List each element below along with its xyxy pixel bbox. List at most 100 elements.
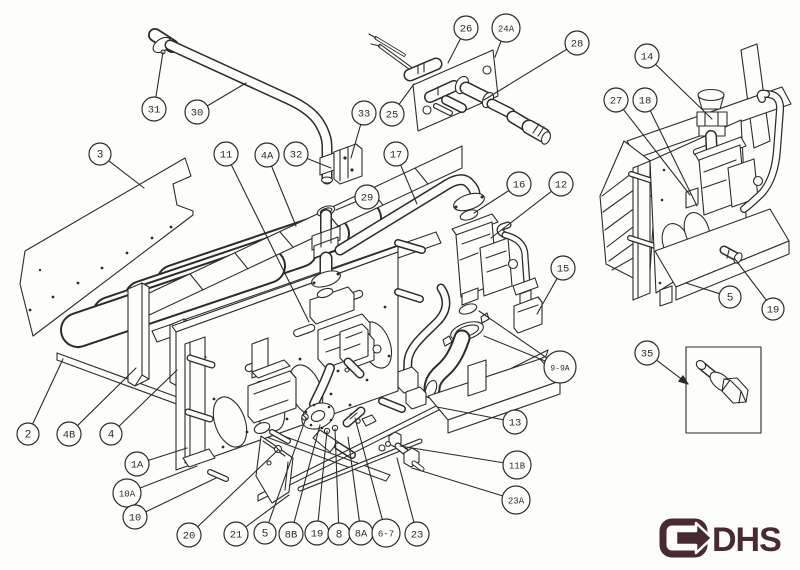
callout-19-21: 19 xyxy=(734,258,785,321)
union-pipe xyxy=(311,205,341,299)
callout-label-21: 21 xyxy=(230,530,243,542)
callout-circle-11b xyxy=(502,450,532,480)
valve-cluster-left xyxy=(247,337,297,444)
callout-circle-12 xyxy=(548,171,574,197)
callout-30-1: 30 xyxy=(184,82,247,125)
callout-28-10: 28 xyxy=(483,30,590,101)
callout-circle-4 xyxy=(99,422,123,446)
callout-label-11b: 11B xyxy=(509,462,526,472)
callout-23-37: 23 xyxy=(396,457,430,547)
callout-label-25: 25 xyxy=(386,110,399,122)
callout-circle-2 xyxy=(16,422,40,446)
callout-circle-15 xyxy=(550,255,576,281)
callout-21-30: 21 xyxy=(223,494,290,547)
callout-label-8b: 8B xyxy=(285,530,298,542)
callout-label-20: 20 xyxy=(183,531,196,543)
callout-9-9a-16: 9-9A xyxy=(478,310,577,384)
gas-pipe xyxy=(148,28,334,185)
callout-4a-4: 4A xyxy=(254,142,297,227)
callout-circle-30 xyxy=(184,99,210,125)
manifold-pipe xyxy=(334,174,485,256)
callout-label-9-9a: 9-9A xyxy=(550,365,569,374)
burner-elbow xyxy=(423,312,490,399)
callout-24a-9: 24A xyxy=(491,13,521,58)
callout-23a-40: 23A xyxy=(411,467,531,515)
callout-label-28: 28 xyxy=(571,39,584,51)
callout-circle-32 xyxy=(283,141,309,167)
callout-circle-5 xyxy=(253,521,277,545)
callout-circle-33 xyxy=(351,100,377,126)
callout-17-11: 17 xyxy=(383,141,418,205)
igniter-pipe xyxy=(378,283,451,413)
callout-4-25: 4 xyxy=(99,369,178,446)
callout-35-22: 35 xyxy=(634,340,689,385)
pipe-clamp xyxy=(319,143,363,185)
callout-25-7: 25 xyxy=(379,83,415,127)
callout-label-19: 19 xyxy=(311,529,324,541)
callout-circle-20 xyxy=(176,522,202,548)
callout-circle-18 xyxy=(632,87,658,113)
callout-circle-1a xyxy=(124,451,150,477)
callout-circle-11 xyxy=(213,141,239,167)
callout-label-6-7: 6-7 xyxy=(378,530,394,540)
callout-16-13: 16 xyxy=(473,171,532,214)
callout-circle-5 xyxy=(718,285,742,309)
callout-label-30: 30 xyxy=(191,108,204,120)
gas-valve xyxy=(451,213,519,315)
callout-circle-17 xyxy=(383,141,409,167)
callout-label-33: 33 xyxy=(358,109,371,121)
callout-11b-39: 11B xyxy=(399,445,532,480)
callout-label-31: 31 xyxy=(148,105,161,117)
callout-label-26: 26 xyxy=(460,24,473,36)
callout-circle-10 xyxy=(122,504,148,530)
pilot-bracket-cluster xyxy=(339,323,369,379)
callout-12-14: 12 xyxy=(490,171,574,239)
elbow-base-shelf xyxy=(427,358,561,434)
callout-label-12: 12 xyxy=(555,180,568,192)
roll-pin xyxy=(342,406,377,428)
callout-3-2: 3 xyxy=(88,142,145,189)
pilot-assembly xyxy=(368,33,552,145)
callout-33-6: 33 xyxy=(350,100,377,159)
callout-8a-35: 8A xyxy=(347,436,374,546)
callout-label-1a: 1A xyxy=(131,460,144,472)
bolt-box xyxy=(685,346,762,434)
callout-circle-4b xyxy=(56,421,82,447)
callout-circle-19 xyxy=(761,297,785,321)
callout-label-11: 11 xyxy=(220,150,233,162)
callout-8b-32: 8B xyxy=(278,424,321,547)
callout-circle-10a xyxy=(112,478,142,508)
callout-5-31: 5 xyxy=(253,417,307,545)
callout-26-8: 26 xyxy=(447,15,479,64)
callout-circle-9-9a xyxy=(543,350,577,384)
callout-label-4: 4 xyxy=(108,430,115,442)
callout-label-5: 5 xyxy=(727,293,734,305)
baffle-panel xyxy=(19,157,194,337)
callout-32-5: 32 xyxy=(283,141,332,169)
callout-circle-6-7 xyxy=(371,518,401,548)
callout-6-7-36: 6-7 xyxy=(354,417,401,548)
callout-circle-23 xyxy=(404,521,430,547)
callout-circle-25 xyxy=(379,101,405,127)
callout-10a-27: 10A xyxy=(112,465,198,508)
callout-circle-13 xyxy=(502,409,528,435)
callout-circle-4a xyxy=(254,142,280,168)
callout-27-18: 27 xyxy=(603,87,691,196)
callout-19-33: 19 xyxy=(304,430,330,546)
callout-10-28: 10 xyxy=(122,477,217,530)
callout-18-19: 18 xyxy=(632,87,698,207)
callout-circle-35 xyxy=(634,340,660,366)
callout-label-23: 23 xyxy=(411,530,424,542)
callout-label-17: 17 xyxy=(390,150,403,162)
callout-14-17: 14 xyxy=(634,43,713,120)
callout-label-18: 18 xyxy=(639,96,652,108)
callout-2-23: 2 xyxy=(16,358,64,446)
panel-pegs xyxy=(394,239,426,303)
callout-label-19: 19 xyxy=(767,305,780,317)
callout-label-35: 35 xyxy=(641,349,654,361)
callout-29-12: 29 xyxy=(335,184,380,211)
callout-5-20: 5 xyxy=(685,282,742,309)
